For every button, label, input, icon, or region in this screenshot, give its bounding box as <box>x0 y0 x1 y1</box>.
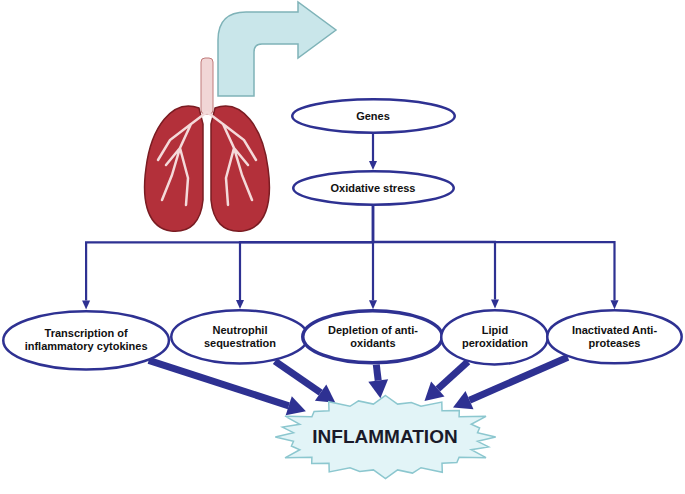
node-label: INFLAMMATION <box>312 426 457 448</box>
ellipse-shape <box>172 310 309 363</box>
lungs-illustration <box>145 58 270 231</box>
ellipse-shape <box>3 311 169 369</box>
text-block: Oxidative stress <box>331 182 416 195</box>
effect-ellipse: Neutrophil sequestration <box>170 309 309 365</box>
outcome-starburst: INFLAMMATION <box>268 394 503 480</box>
arrow-head <box>286 396 306 415</box>
text-block: Transcription of inflammatory cytokines <box>20 327 153 353</box>
effect-ellipse: Inactivated Anti-proteases <box>546 309 683 365</box>
text-block: Depletion of anti-oxidants <box>319 324 426 350</box>
connector-line <box>240 206 373 300</box>
connector-line <box>149 360 289 406</box>
connector <box>369 134 377 170</box>
arrow-head <box>611 300 619 309</box>
arrow-head <box>82 301 90 310</box>
ellipse-shape <box>292 99 455 133</box>
node-label: Inactivated Anti-proteases <box>564 324 666 350</box>
connector <box>82 206 373 310</box>
connector <box>373 206 619 309</box>
node-label: Lipid peroxidation <box>455 324 535 350</box>
right-bronchi <box>207 112 256 205</box>
node-label: Oxidative stress <box>331 182 416 195</box>
trachea <box>201 58 213 114</box>
text-block: Inactivated Anti-proteases <box>564 324 666 350</box>
arrow-head <box>491 300 499 309</box>
text-block: Neutrophil sequestration <box>188 324 292 350</box>
node-label: Genes <box>356 110 390 123</box>
ellipse-shape <box>547 310 681 363</box>
connector <box>373 206 499 309</box>
curved-arrow <box>218 2 336 96</box>
connector-line <box>373 206 495 300</box>
effect-ellipse: Lipid peroxidation <box>440 309 549 366</box>
connector <box>453 357 568 409</box>
connector <box>368 365 388 399</box>
connector-line <box>438 362 468 389</box>
ellipse-shape <box>293 171 454 205</box>
ellipse-shape <box>442 310 549 364</box>
ellipse-shape <box>303 311 443 363</box>
connector-line <box>275 361 321 393</box>
arrow-head <box>369 300 377 309</box>
connector-line <box>86 206 373 301</box>
node-label: Neutrophil sequestration <box>188 324 292 350</box>
arrow-head <box>425 382 445 402</box>
effect-ellipse: Depletion of anti-oxidants <box>301 309 444 365</box>
connector-line <box>376 365 378 381</box>
gene-ellipse: Genes <box>291 98 456 134</box>
effect-ellipse: Transcription of inflammatory cytokines <box>2 310 170 371</box>
arrow-head <box>369 161 377 170</box>
arrow-head <box>315 384 336 402</box>
connector <box>425 362 468 402</box>
connector-line <box>372 134 374 161</box>
node-label: Transcription of inflammatory cytokines <box>20 327 153 353</box>
connector-line <box>373 206 615 300</box>
connector <box>275 361 336 403</box>
arrow-head <box>453 391 474 409</box>
starburst-shape <box>275 396 495 479</box>
arrow-head <box>236 300 244 309</box>
connector <box>236 206 373 309</box>
stress-ellipse: Oxidative stress <box>292 170 455 206</box>
left-bronchi <box>158 112 207 205</box>
text-block: Genes <box>356 110 390 123</box>
text-block: Lipid peroxidation <box>455 324 535 350</box>
node-label: Depletion of anti-oxidants <box>319 324 426 350</box>
text-block: INFLAMMATION <box>312 426 457 448</box>
